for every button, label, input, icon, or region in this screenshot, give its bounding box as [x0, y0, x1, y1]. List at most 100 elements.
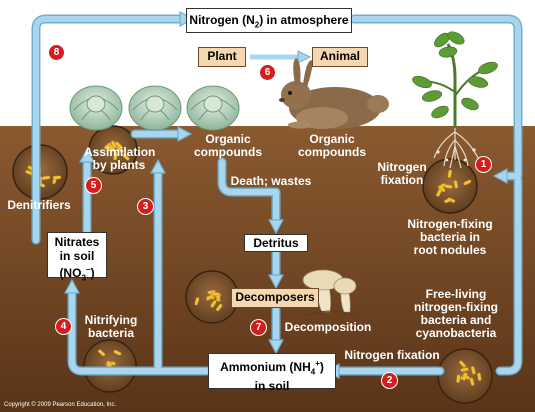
rabbit-illustration — [279, 58, 389, 129]
step-badge-2: 2 — [381, 372, 398, 389]
root-bacteria-label: Nitrogen-fixing bacteria in root nodules — [398, 218, 502, 257]
root-bacteria-line3: root nodules — [413, 243, 487, 257]
step-1-number: 1 — [480, 159, 487, 170]
nitrates-formula: (NO3−) — [48, 263, 106, 285]
free-living-bacteria-label: Free-living nitrogen-fixing bacteria and… — [404, 288, 508, 340]
organic-right-line2: compounds — [298, 145, 366, 159]
nitrates-box: Nitrates in soil (NO3−) — [47, 232, 107, 282]
bacterium-cell — [113, 349, 122, 356]
root-bacteria-line2: bacteria in — [419, 230, 481, 244]
bacterium-cell — [438, 184, 446, 193]
detritus-box: Detritus — [244, 234, 308, 252]
bacterium-cell — [52, 175, 62, 180]
root-bacteria-line1: Nitrogen-fixing — [407, 217, 493, 231]
step-3-number: 3 — [142, 201, 149, 212]
copyright-text: Copyright © 2009 Pearson Education, Inc. — [4, 402, 117, 408]
bacterium-cell — [456, 374, 461, 383]
atmosphere-suffix: ) in atmosphere — [259, 13, 349, 27]
bacterium-cell — [444, 197, 453, 204]
bacterium-cell — [460, 367, 469, 372]
root-nodules — [436, 148, 476, 162]
organic-left-line2: compounds — [194, 145, 262, 159]
assimilation-label: Assimilation by plants — [84, 145, 156, 172]
ammonium-box: Ammonium (NH4+) in soil — [208, 353, 336, 393]
bacterium-cell — [469, 377, 475, 386]
nitrogen-fixation-plant-line2: fixation — [380, 173, 424, 187]
bacterium-cell — [215, 303, 223, 312]
plant-roots — [433, 128, 479, 169]
bacterium-cell — [462, 372, 468, 381]
step-badge-8: 8 — [48, 44, 65, 61]
cycle-arrows — [33, 16, 521, 374]
atmosphere-subscript: 2 — [254, 20, 260, 30]
denitrifiers-text: Denitrifiers — [7, 198, 71, 212]
assimilation-line1: Assimilation — [84, 145, 156, 159]
legume-plant-illustration — [412, 31, 498, 169]
atmosphere-box: Nitrogen (N2) in atmosphere — [186, 8, 352, 33]
nitrates-formula-sup: − — [85, 265, 91, 274]
assimilation-line2: by plants — [92, 158, 146, 172]
step-badge-3: 3 — [137, 198, 154, 215]
nitrifying-line1: Nitrifying — [84, 313, 138, 327]
nitrates-line2: in soil — [59, 249, 95, 263]
denitrifiers-label: Denitrifiers — [2, 199, 76, 212]
bacterium-cell — [115, 141, 123, 149]
nitrates-line1: Nitrates — [54, 235, 100, 249]
bacterium-cell — [459, 360, 466, 368]
bacterium-cell — [194, 297, 200, 306]
ammonium-sup: + — [315, 359, 320, 368]
cabbage-plants — [69, 85, 240, 131]
plant-label: Plant — [207, 49, 237, 63]
free-living-line4: cyanobacteria — [415, 326, 497, 340]
ammonium-prefix: Ammonium (NH — [220, 360, 311, 374]
free-living-line3: bacteria and — [420, 313, 492, 327]
death-wastes-text: Death; wastes — [230, 174, 312, 188]
animal-box: Animal — [312, 47, 368, 67]
atmosphere-prefix: Nitrogen (N — [189, 13, 255, 27]
step-4-number: 4 — [60, 321, 67, 332]
nitrates-formula-suffix: ) — [90, 266, 95, 280]
step-6-number: 6 — [264, 67, 271, 78]
nitrogen-fixation-plant-line1: Nitrogen — [377, 160, 427, 174]
step-badge-5: 5 — [85, 177, 102, 194]
step-5-number: 5 — [90, 180, 97, 191]
nitrogen-fixation-soil-text: Nitrogen fixation — [344, 348, 440, 362]
decomposition-text: Decomposition — [284, 320, 372, 334]
death-wastes-label: Death; wastes — [226, 175, 316, 188]
decomposers-label: Decomposers — [235, 290, 315, 304]
nitrogen-fixation-plant-label: Nitrogen fixation — [372, 161, 432, 187]
detritus-label: Detritus — [253, 236, 299, 250]
plant-box: Plant — [198, 47, 246, 67]
bacterium-cell — [477, 372, 482, 381]
step-7-number: 7 — [255, 322, 262, 333]
animal-label: Animal — [319, 49, 360, 63]
bacterium-cell — [210, 300, 217, 308]
nitrogen-fixation-soil-label: Nitrogen fixation — [340, 349, 444, 362]
copyright-notice: Copyright © 2009 Pearson Education, Inc. — [4, 402, 116, 408]
bacterium-cell — [463, 179, 472, 186]
nitrates-formula-sub: 3 — [81, 273, 86, 283]
ammonium-formula: Ammonium (NH4+) — [209, 356, 335, 379]
decomposition-label: Decomposition — [280, 321, 376, 334]
bacterium-cell — [97, 349, 106, 357]
step-badge-7: 7 — [250, 319, 267, 336]
bacterium-cell — [470, 366, 476, 375]
organic-compounds-right-label: Organic compounds — [294, 133, 370, 159]
ammonium-sub: 4 — [310, 367, 316, 377]
ammonium-suffix: ) — [319, 360, 324, 374]
step-badge-1: 1 — [475, 156, 492, 173]
organic-left-line1: Organic — [205, 132, 251, 146]
bacterium-cell — [108, 144, 116, 152]
bacterium-cell — [122, 153, 130, 161]
organic-right-line1: Organic — [309, 132, 355, 146]
mushroom-illustration — [302, 269, 357, 317]
free-living-line2: nitrogen-fixing — [414, 300, 498, 314]
step-badge-4: 4 — [55, 318, 72, 335]
organic-compounds-left-label: Organic compounds — [190, 133, 266, 159]
bacterium-cell — [211, 292, 220, 297]
step-8-number: 8 — [53, 47, 60, 58]
nitrifying-line2: bacteria — [87, 326, 135, 340]
bacteria-cells — [25, 140, 482, 386]
bacterium-cell — [447, 169, 453, 178]
